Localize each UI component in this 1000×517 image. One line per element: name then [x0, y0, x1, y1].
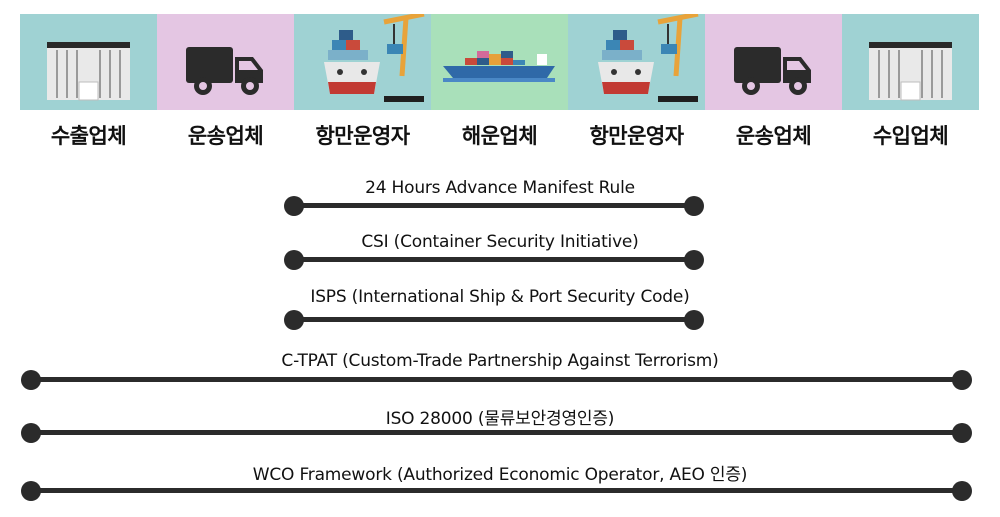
span-end-dot	[952, 481, 972, 501]
truck-icon	[734, 47, 811, 95]
truck-icon	[186, 47, 263, 95]
port-crane-ship-icon	[598, 14, 699, 102]
regulation-span-line	[293, 317, 694, 322]
stage-label-shipping-line: 해운업체	[461, 124, 538, 148]
regulation-label-csi: CSI (Container Security Initiative)	[361, 232, 639, 252]
regulation-span-line	[30, 377, 962, 382]
regulation-label-24hr-rule: 24 Hours Advance Manifest Rule	[365, 178, 635, 198]
span-start-dot	[21, 481, 41, 501]
stage-tile-carrier-1	[157, 14, 294, 110]
stage-tile-port-operator-1	[294, 14, 431, 110]
stage-tile-carrier-2	[705, 14, 842, 110]
stage-tile-exporter	[20, 14, 157, 110]
span-start-dot	[284, 250, 304, 270]
container-ship-icon	[443, 51, 555, 82]
span-start-dot	[284, 196, 304, 216]
span-end-dot	[684, 250, 704, 270]
port-crane-ship-icon	[324, 14, 425, 102]
warehouse-icon	[869, 42, 952, 101]
stage-tile-importer	[842, 14, 979, 110]
warehouse-icon	[47, 42, 130, 101]
regulation-span-line	[30, 488, 962, 493]
span-end-dot	[952, 423, 972, 443]
stage-tile-shipping-line	[431, 14, 568, 110]
span-start-dot	[284, 310, 304, 330]
regulation-label-isps: ISPS (International Ship & Port Security…	[310, 287, 690, 307]
stage-label-port-operator-1: 항만운영자	[315, 124, 410, 148]
span-start-dot	[21, 370, 41, 390]
regulation-span-line	[293, 257, 694, 262]
span-end-dot	[684, 196, 704, 216]
stage-label-importer: 수입업체	[872, 124, 949, 148]
regulation-label-ctpat: C-TPAT (Custom-Trade Partnership Against…	[281, 351, 719, 371]
regulation-label-iso28000: ISO 28000 (물류보안경영인증)	[385, 409, 615, 429]
regulation-span-line	[293, 203, 694, 208]
regulation-span-line	[30, 430, 962, 435]
span-end-dot	[684, 310, 704, 330]
stage-tile-port-operator-2	[568, 14, 705, 110]
stage-label-exporter: 수출업체	[50, 124, 127, 148]
regulation-label-wco-framework: WCO Framework (Authorized Economic Opera…	[252, 465, 748, 485]
stage-label-carrier-2: 운송업체	[735, 124, 812, 148]
span-end-dot	[952, 370, 972, 390]
span-start-dot	[21, 423, 41, 443]
stage-label-carrier-1: 운송업체	[187, 124, 264, 148]
stage-label-port-operator-2: 항만운영자	[589, 124, 684, 148]
